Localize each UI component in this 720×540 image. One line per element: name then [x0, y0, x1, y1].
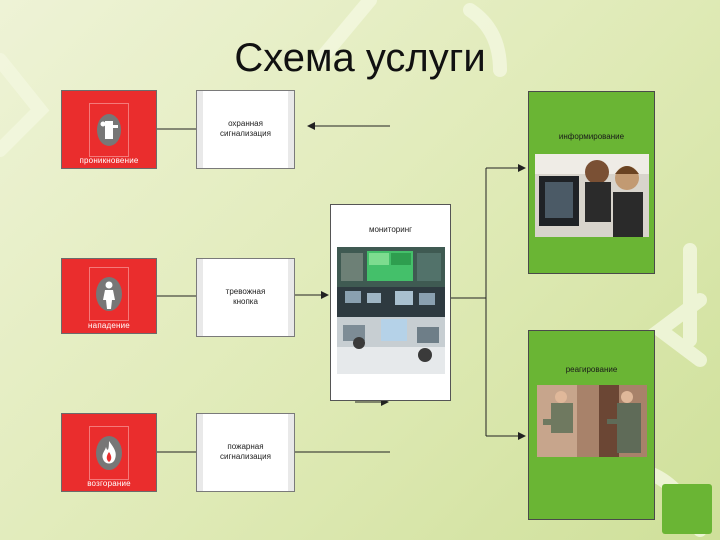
monitoring-label: мониторинг: [368, 225, 413, 234]
output-card-response: реагирование: [528, 330, 655, 520]
decorative-square: [662, 484, 712, 534]
source-card-fire: возгорание: [61, 413, 157, 492]
operators-photo: [535, 154, 649, 237]
monitoring-card: мониторинг: [330, 204, 451, 401]
guards-photo: [537, 385, 647, 457]
signal-card-panic-button: тревожная кнопка: [196, 258, 295, 337]
source-label: нападение: [88, 321, 130, 330]
signal-label: тревожная кнопка: [225, 287, 266, 306]
source-card-intrusion: проникновение: [61, 90, 157, 169]
signal-card-security-alarm: охранная сигнализация: [196, 90, 295, 169]
output-label: реагирование: [565, 365, 618, 374]
signal-card-fire-alarm: пожарная сигнализация: [196, 413, 295, 492]
page-title: Схема услуги: [234, 36, 486, 80]
intruder-icon: [89, 103, 129, 157]
output-label: информирование: [558, 132, 625, 141]
signal-label: пожарная сигнализация: [220, 442, 271, 461]
control-room-photo: [337, 247, 445, 374]
source-label: проникновение: [79, 156, 139, 165]
signal-label: охранная сигнализация: [220, 119, 271, 138]
output-card-informing: информирование: [528, 91, 655, 274]
source-label: возгорание: [87, 479, 131, 488]
person-icon: [89, 267, 129, 321]
fire-icon: [89, 426, 129, 480]
source-card-attack: нападение: [61, 258, 157, 334]
